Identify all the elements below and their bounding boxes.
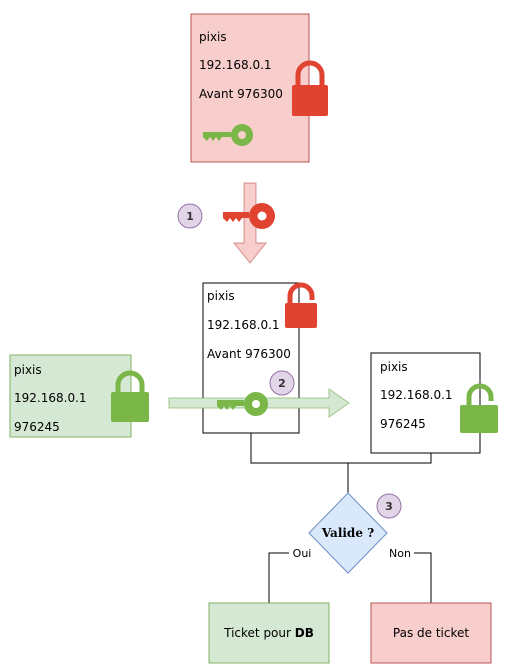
right-box-line2: 192.168.0.1 — [380, 388, 453, 402]
step-1-number: 1 — [186, 210, 194, 223]
outcome-no-box: Pas de ticket — [370, 602, 492, 664]
lock-closed-icon — [111, 370, 149, 422]
top-box-line3: Avant 976300 — [199, 87, 283, 101]
right-box-line3: 976245 — [380, 417, 426, 431]
outcome-yes-label: Ticket pour DB — [223, 626, 314, 640]
outcome-no-label: Pas de ticket — [393, 626, 469, 640]
step-3-badge: 3 — [376, 493, 402, 519]
branch-no-label: Non — [389, 547, 411, 560]
step-2-number: 2 — [278, 377, 286, 390]
lock-closed-icon — [292, 60, 328, 116]
connector-lines — [250, 433, 432, 493]
step-2-badge: 2 — [269, 370, 295, 396]
lock-open-icon — [285, 282, 317, 328]
middle-box-line1: pixis — [207, 289, 235, 303]
top-box-line1: pixis — [199, 30, 227, 44]
decision-label: Valide ? — [321, 526, 374, 540]
right-ticket-box: pixis 192.168.0.1 976245 — [370, 352, 498, 454]
middle-box-line2: 192.168.0.1 — [207, 318, 280, 332]
left-box-line1: pixis — [14, 363, 42, 377]
middle-box-line3: Avant 976300 — [207, 347, 291, 361]
key-icon — [203, 124, 253, 146]
lock-open-icon — [460, 383, 498, 433]
branch-yes-label: Oui — [293, 547, 312, 560]
left-box-line3: 976245 — [14, 420, 60, 434]
decision-diamond: Valide ? — [308, 492, 388, 574]
step-1-badge: 1 — [177, 203, 203, 229]
right-box-line1: pixis — [380, 360, 408, 374]
key-icon — [217, 392, 268, 416]
down-arrow — [232, 182, 268, 264]
outcome-yes-box: Ticket pour DB — [208, 602, 330, 664]
top-ticket-box: pixis 192.168.0.1 Avant 976300 — [190, 13, 328, 163]
left-box-line2: 192.168.0.1 — [14, 391, 87, 405]
left-ticket-box: pixis 192.168.0.1 976245 — [9, 354, 149, 438]
step-3-number: 3 — [385, 500, 393, 513]
key-icon — [223, 203, 275, 229]
top-box-line2: 192.168.0.1 — [199, 58, 272, 72]
